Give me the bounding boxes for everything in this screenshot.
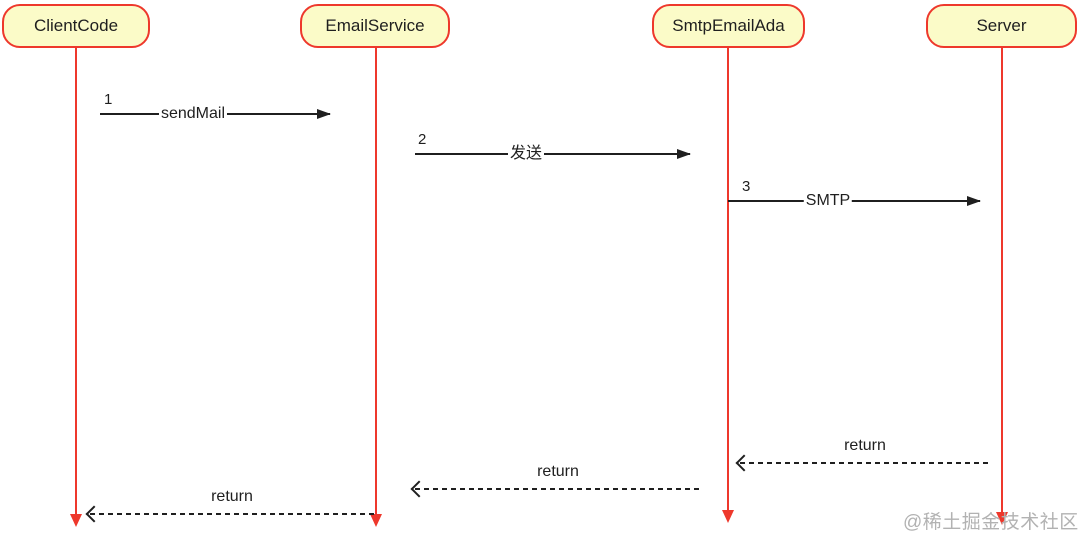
message-seq-1: 1: [104, 91, 113, 108]
actor-box-smtpemailada: SmtpEmailAda: [652, 4, 805, 48]
arrowhead-open-left-icon: [410, 480, 428, 498]
lifeline-server: [1001, 48, 1003, 512]
message-label-1: sendMail: [158, 104, 228, 124]
actor-box-server: Server: [926, 4, 1077, 48]
actor-label: EmailService: [325, 16, 425, 35]
message-label-2: 发送: [507, 144, 545, 164]
message-line-5: [415, 488, 702, 490]
lifeline-clientcode: [75, 48, 77, 514]
message-label-4: return: [844, 437, 886, 454]
lifeline-emailservice: [375, 48, 377, 514]
arrowhead-right-icon: [317, 108, 331, 119]
arrowhead-right-icon: [967, 195, 981, 206]
lifeline-arrow-down-icon: [370, 514, 382, 527]
message-label-5: return: [537, 463, 579, 480]
actor-box-clientcode: ClientCode: [2, 4, 150, 48]
lifeline-smtpemailada: [727, 48, 729, 510]
message-line-4: [740, 462, 992, 464]
actor-box-emailservice: EmailService: [300, 4, 450, 48]
arrowhead-right-icon: [677, 148, 691, 159]
arrowhead-open-left-icon: [85, 505, 103, 523]
message-line-6: [90, 513, 375, 515]
message-line-3: [728, 200, 980, 202]
actor-label: Server: [976, 16, 1027, 35]
message-line-2: [415, 153, 690, 155]
lifeline-arrow-down-icon: [70, 514, 82, 527]
actor-label: SmtpEmailAda: [672, 16, 785, 35]
message-seq-2: 2: [418, 131, 427, 148]
actor-label: ClientCode: [33, 16, 119, 35]
lifeline-arrow-down-icon: [722, 510, 734, 523]
message-label-6: return: [211, 488, 253, 505]
watermark: @稀土掘金技术社区: [903, 512, 1079, 533]
lifeline-arrow-down-icon: [996, 512, 1008, 525]
message-label-3: SMTP: [803, 191, 853, 211]
message-seq-3: 3: [742, 178, 751, 195]
arrowhead-open-left-icon: [735, 454, 753, 472]
